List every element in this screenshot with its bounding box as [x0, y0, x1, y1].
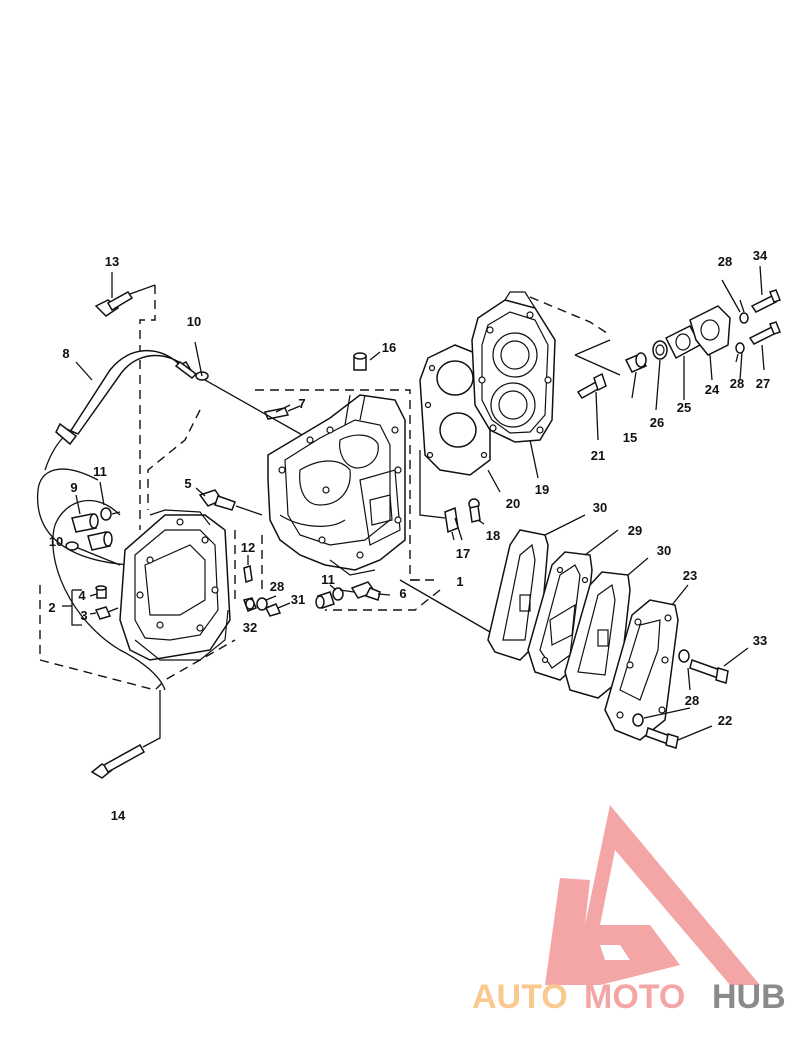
- callout-24: 24: [705, 382, 720, 397]
- plug-part-16: [353, 351, 381, 371]
- callout-34: 34: [753, 248, 768, 263]
- callout-2: 2: [48, 600, 55, 615]
- callout-10: 10: [187, 314, 201, 329]
- oring-part-10-left: [65, 541, 121, 566]
- plug-part-32: [243, 597, 257, 612]
- oring-part-11-left: [100, 507, 121, 521]
- callout-numbers: 13 10 8 7 16 11 9 5 10 12 4 2 3 28 31 11…: [48, 248, 770, 823]
- callout-18: 18: [486, 528, 500, 543]
- bolt-part-34: [750, 265, 781, 313]
- callout-26: 26: [650, 415, 664, 430]
- callout-7: 7: [298, 396, 305, 411]
- exhaust-cover-assembly: [119, 509, 231, 661]
- thermostat-cover-part-24: [689, 305, 731, 381]
- bolt-part-33: [689, 647, 749, 684]
- callout-4: 4: [78, 588, 86, 603]
- callout-15: 15: [623, 430, 637, 445]
- screw-part-3: [94, 606, 119, 620]
- oring-part-10-top: [194, 341, 209, 381]
- callout-8: 8: [62, 346, 69, 361]
- callout-21: 21: [591, 448, 605, 463]
- callout-11: 11: [93, 464, 107, 479]
- bolt-part-14: [90, 690, 161, 779]
- bracket-part-17: [419, 450, 463, 541]
- bracket-part-2: [62, 589, 82, 626]
- cylinder-block-part-1: [267, 394, 420, 581]
- logo-word-hub: HUB: [712, 978, 786, 1016]
- bolt-part-22: [645, 725, 713, 749]
- callout-10: 10: [49, 534, 63, 549]
- callout-11: 11: [321, 572, 335, 587]
- callout-23: 23: [683, 568, 697, 583]
- callout-5: 5: [184, 476, 191, 491]
- collar-part-9: [71, 513, 113, 551]
- gasket-part-30-rear: [564, 557, 649, 699]
- head-gasket-part-20: [419, 344, 491, 476]
- washer-part-28-top: [739, 299, 749, 324]
- logo-word-auto: AUTO: [472, 978, 568, 1016]
- logo-inner-cutout: [600, 945, 630, 960]
- gasket-part-26: [652, 340, 668, 411]
- bolt-part-13: [94, 284, 156, 317]
- callout-3: 3: [80, 608, 87, 623]
- thermostat-part-15: [624, 352, 648, 399]
- callout-leaders: [75, 272, 743, 615]
- callout-28: 28: [730, 376, 744, 391]
- callout-12: 12: [241, 540, 255, 555]
- washer-part-28-left: [256, 595, 277, 611]
- fitting-part-6: [339, 581, 381, 601]
- callout-22: 22: [718, 713, 732, 728]
- washer-part-28-lower: [678, 649, 691, 691]
- bolt-part-27: [748, 321, 781, 371]
- callout-17: 17: [456, 546, 470, 561]
- logo-triangle-mark: [545, 805, 760, 985]
- bolt-part-18: [468, 498, 481, 523]
- callout-30: 30: [657, 543, 671, 558]
- callout-16: 16: [382, 340, 396, 355]
- callout-32: 32: [243, 620, 257, 635]
- callout-31: 31: [291, 592, 305, 607]
- logo-word-moto: MOTO: [584, 978, 685, 1016]
- callout-13: 13: [105, 254, 119, 269]
- callout-14: 14: [111, 808, 126, 823]
- fitting-part-5: [198, 489, 263, 516]
- callout-20: 20: [506, 496, 520, 511]
- washer-part-28-bottom: [632, 707, 691, 727]
- callout-30: 30: [593, 500, 607, 515]
- bolt-part-21: [576, 372, 607, 441]
- callout-9: 9: [70, 480, 77, 495]
- dowel-part-7: [204, 379, 321, 446]
- washer-part-28-mid: [735, 342, 745, 363]
- callout-28: 28: [270, 579, 284, 594]
- assembly-boundary-lines: [39, 285, 621, 691]
- automotohub-logo: AUTO MOTO HUB: [472, 805, 786, 1016]
- gasket-part-30-front: [487, 514, 586, 661]
- collar-part-mid: [315, 591, 335, 609]
- screw-part-31: [264, 602, 291, 617]
- cylinder-head-part-19: [471, 291, 556, 443]
- hose-part-8: [55, 349, 198, 446]
- leader-to-reeds: [399, 579, 491, 633]
- callout-33: 33: [753, 633, 767, 648]
- callout-1: 1: [456, 574, 463, 589]
- callout-29: 29: [628, 523, 642, 538]
- dowel-part-12: [243, 565, 253, 583]
- callout-19: 19: [535, 482, 549, 497]
- callout-25: 25: [677, 400, 691, 415]
- gasket-part-25: [664, 325, 702, 400]
- oring-part-11-mid: [332, 587, 344, 601]
- callout-28: 28: [718, 254, 732, 269]
- anode-part-4: [95, 585, 107, 599]
- cover-plate-part-23: [604, 584, 689, 741]
- callout-28: 28: [685, 693, 699, 708]
- callout-27: 27: [756, 376, 770, 391]
- callout-6: 6: [399, 586, 406, 601]
